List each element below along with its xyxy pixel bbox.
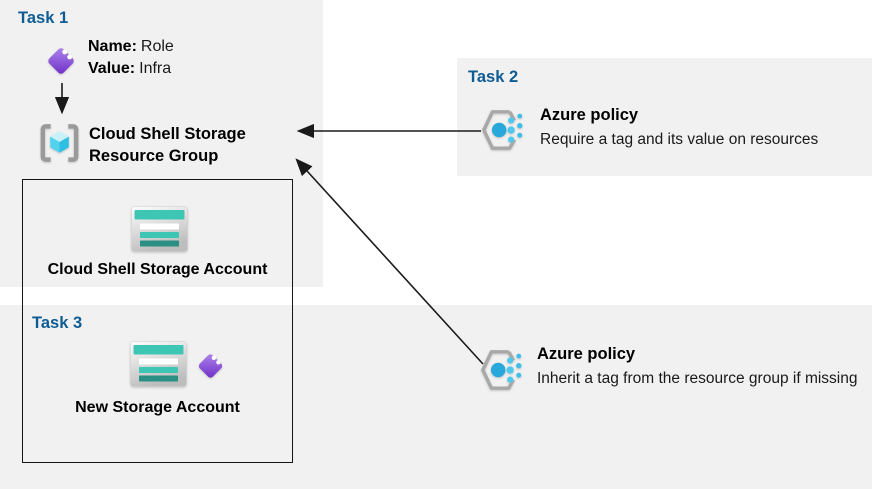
- tag-value-value: Infra: [139, 60, 172, 77]
- tag-name-value: Role: [140, 38, 174, 55]
- azure-policy-icon: [479, 347, 525, 393]
- storage-account-icon: [130, 341, 187, 387]
- tag-name-row: Name:Role: [88, 36, 174, 58]
- azure-policy-title: Azure policy: [537, 345, 636, 363]
- azure-policy-description: Inherit a tag from the resource group if…: [537, 369, 858, 387]
- tag-icon: [194, 349, 227, 383]
- tag-value-row: Value:Infra: [88, 58, 174, 80]
- inherit-policy-text: Azure policy Inherit a tag from the reso…: [537, 344, 869, 389]
- resource-group-label-line1: Cloud Shell Storage: [89, 125, 246, 143]
- resource-group-icon: [36, 119, 83, 167]
- tag-icon: [43, 42, 79, 80]
- azure-policy-title: Azure policy: [540, 106, 639, 124]
- azure-policy-description: Require a tag and its value on resources: [540, 130, 819, 148]
- new-storage-account-label: New Storage Account: [75, 399, 240, 416]
- task1-title: Task 1: [18, 9, 69, 27]
- tag-key-value-text: Name:Role Value:Infra: [88, 36, 174, 80]
- resource-group-label-line2: Resource Group: [89, 147, 219, 165]
- azure-policy-icon: [480, 107, 526, 153]
- cloud-shell-storage-account-label: Cloud Shell Storage Account: [47, 261, 268, 278]
- resource-group-box: [22, 179, 293, 463]
- task2-title: Task 2: [468, 68, 519, 86]
- tag-name-label: Name:: [88, 38, 137, 55]
- task3-title: Task 3: [32, 314, 83, 332]
- storage-account-icon: [131, 206, 188, 252]
- require-policy-text: Azure policy Require a tag and its value…: [540, 105, 870, 150]
- resource-group-label: Cloud Shell Storage Resource Group: [89, 123, 246, 167]
- task2-panel: [457, 58, 872, 176]
- tag-value-label: Value:: [88, 60, 136, 77]
